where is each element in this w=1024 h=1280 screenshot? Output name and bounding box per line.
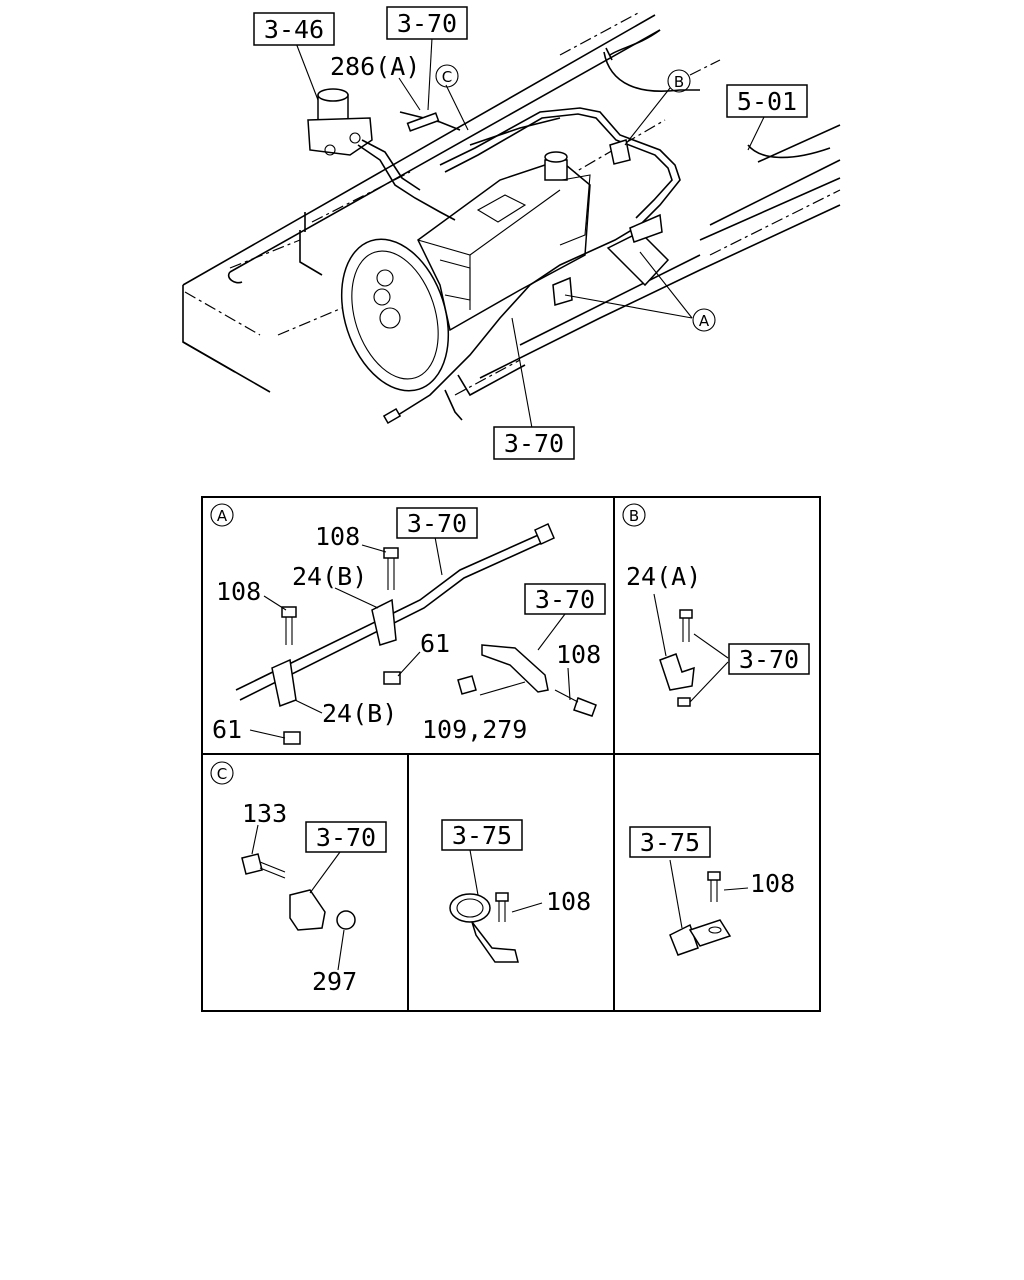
detail-b-title: B <box>622 503 646 527</box>
detail-d-label-108: 108 <box>546 887 591 916</box>
detail-c: C 3-70 133 297 <box>210 761 387 996</box>
detail-c-title: C <box>210 761 234 785</box>
svg-text:B: B <box>629 507 639 525</box>
detail-c-label-133: 133 <box>242 799 287 828</box>
ref-box-5-01: 5-01 <box>726 84 808 118</box>
ref-box-3-46: 3-46 <box>253 12 335 46</box>
detail-a: A 3-70 <box>210 503 606 745</box>
detail-a-label-24b-lower: 24(B) <box>322 699 397 728</box>
detail-b: B 3-70 24(A) <box>622 503 810 707</box>
svg-text:A: A <box>217 507 228 525</box>
chassis-frame-rails <box>182 11 841 421</box>
detail-a-label-108-right: 108 <box>556 640 601 669</box>
svg-text:C: C <box>217 765 227 783</box>
svg-text:3-75: 3-75 <box>452 821 512 850</box>
detail-a-label-108-top: 108 <box>315 522 360 551</box>
callout-a: A <box>692 308 716 332</box>
detail-a-label-24b-upper: 24(B) <box>292 562 367 591</box>
svg-text:C: C <box>442 68 452 86</box>
ref-box-3-70-top: 3-70 <box>386 6 468 40</box>
detail-b-ref-3-70: 3-70 <box>728 643 810 675</box>
detail-b-label-24a: 24(A) <box>626 562 701 591</box>
svg-text:3-70: 3-70 <box>397 9 457 38</box>
detail-a-label-109-279: 109,279 <box>422 715 527 744</box>
detail-panels <box>201 496 821 1012</box>
part-label-286: 286(A) <box>330 52 420 81</box>
detail-a-ref-3-70-upper: 3-70 <box>396 507 478 539</box>
svg-text:3-70: 3-70 <box>739 645 799 674</box>
detail-a-title: A <box>210 503 234 527</box>
svg-text:3-70: 3-70 <box>407 509 467 538</box>
air-valve-assembly <box>307 88 373 156</box>
main-leader-lines <box>295 37 766 429</box>
svg-text:B: B <box>674 73 684 91</box>
detail-d-ref-3-75: 3-75 <box>441 819 523 851</box>
detail-a-label-61-left: 61 <box>212 715 242 744</box>
transmission-housing <box>340 151 591 392</box>
svg-text:3-70: 3-70 <box>504 429 564 458</box>
detail-e: 3-75 108 <box>629 826 795 956</box>
svg-text:3-75: 3-75 <box>640 828 700 857</box>
detail-e-label-108: 108 <box>750 869 795 898</box>
callout-b: B <box>667 69 691 93</box>
callout-c: C <box>435 64 459 88</box>
svg-text:3-70: 3-70 <box>535 585 595 614</box>
detail-a-ref-3-70-lower: 3-70 <box>524 583 606 615</box>
detail-a-label-61-right: 61 <box>420 629 450 658</box>
detail-c-ref-3-70: 3-70 <box>305 821 387 853</box>
main-assembly-view: 3-46 3-70 5-01 3-70 286(A) C B A <box>182 6 841 460</box>
detail-d: 3-75 108 <box>441 819 591 963</box>
detail-a-label-108-left: 108 <box>216 577 261 606</box>
svg-text:3-70: 3-70 <box>316 823 376 852</box>
svg-text:5-01: 5-01 <box>737 87 797 116</box>
detail-c-label-297: 297 <box>312 967 357 996</box>
ref-box-3-70-bottom: 3-70 <box>493 426 575 460</box>
svg-text:A: A <box>699 312 710 330</box>
svg-text:3-46: 3-46 <box>264 15 324 44</box>
detail-e-ref-3-75: 3-75 <box>629 826 711 858</box>
air-pipes <box>357 107 681 424</box>
